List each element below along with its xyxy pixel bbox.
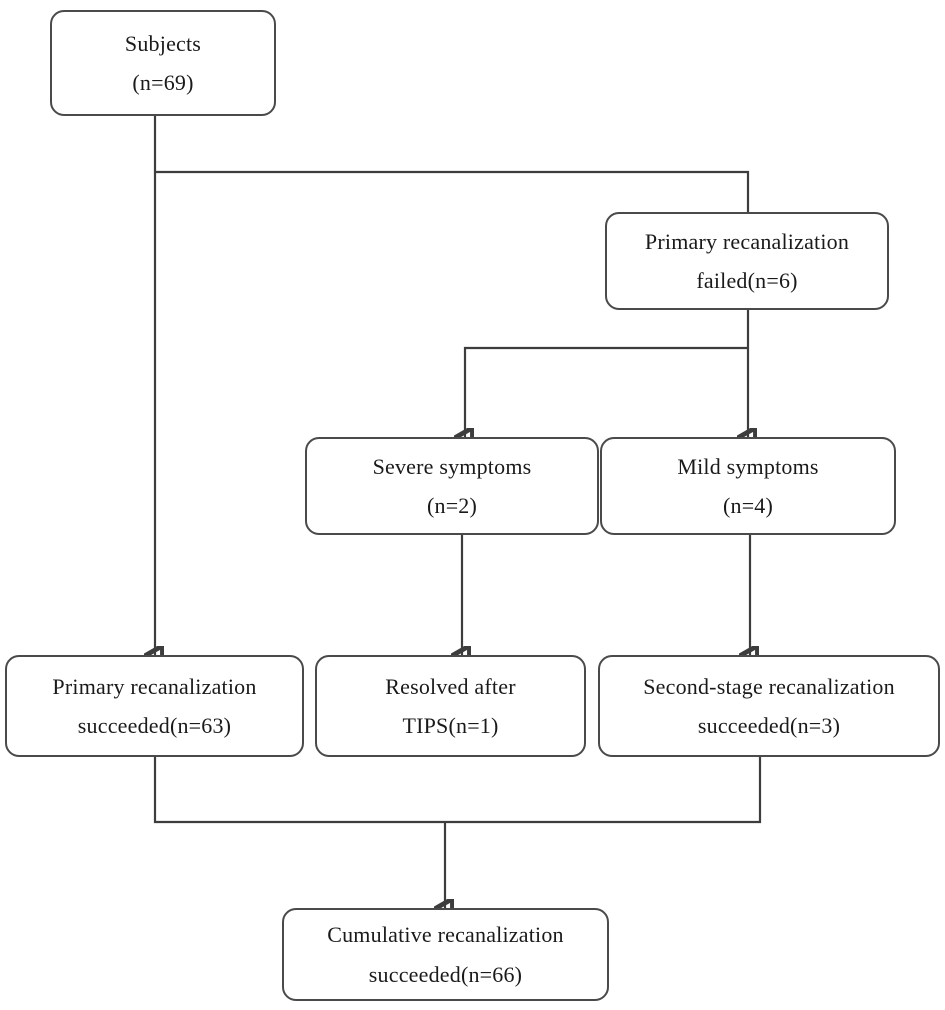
node-subjects-line1: Subjects xyxy=(124,30,202,56)
node-cumulative-recanalization-succeeded[interactable]: Cumulative recanalization succeeded(n=66… xyxy=(282,908,609,1001)
node-primary-recanalization-failed[interactable]: Primary recanalization failed(n=6) xyxy=(605,212,889,310)
node-primary-succeeded-line1: Primary recanalization xyxy=(52,673,257,699)
node-primary-failed-line1: Primary recanalization xyxy=(644,228,850,254)
node-primary-succeeded-line2: succeeded(n=63) xyxy=(77,713,232,738)
edge-merge-bar-bottom xyxy=(153,757,762,824)
node-resolved-after-tips[interactable]: Resolved after TIPS(n=1) xyxy=(315,655,586,757)
node-severe-symptoms-line2: (n=2) xyxy=(426,493,478,518)
node-resolved-tips-line2: TIPS(n=1) xyxy=(402,713,499,738)
node-cumulative-line1: Cumulative recanalization xyxy=(327,922,564,948)
node-mild-symptoms[interactable]: Mild symptoms (n=4) xyxy=(600,437,896,535)
node-second-stage-line2: succeeded(n=3) xyxy=(697,713,841,738)
node-second-stage-recanalization-succeeded[interactable]: Second-stage recanalization succeeded(n=… xyxy=(598,655,940,757)
node-resolved-tips-line1: Resolved after xyxy=(385,673,516,699)
node-severe-symptoms[interactable]: Severe symptoms (n=2) xyxy=(305,437,599,535)
node-mild-symptoms-line2: (n=4) xyxy=(722,493,774,518)
node-second-stage-line1: Second-stage recanalization xyxy=(643,673,895,699)
node-primary-failed-line2: failed(n=6) xyxy=(696,268,798,293)
node-cumulative-line2: succeeded(n=66) xyxy=(368,961,523,987)
node-subjects-line2: (n=69) xyxy=(132,70,194,95)
node-severe-symptoms-line1: Severe symptoms xyxy=(372,453,532,479)
node-primary-recanalization-succeeded[interactable]: Primary recanalization succeeded(n=63) xyxy=(5,655,304,757)
node-mild-symptoms-line1: Mild symptoms xyxy=(677,453,819,479)
edge-primary-failed-to-severe xyxy=(465,346,748,437)
edge-subjects-to-primary-failed xyxy=(155,170,750,212)
node-subjects[interactable]: Subjects (n=69) xyxy=(50,10,276,116)
